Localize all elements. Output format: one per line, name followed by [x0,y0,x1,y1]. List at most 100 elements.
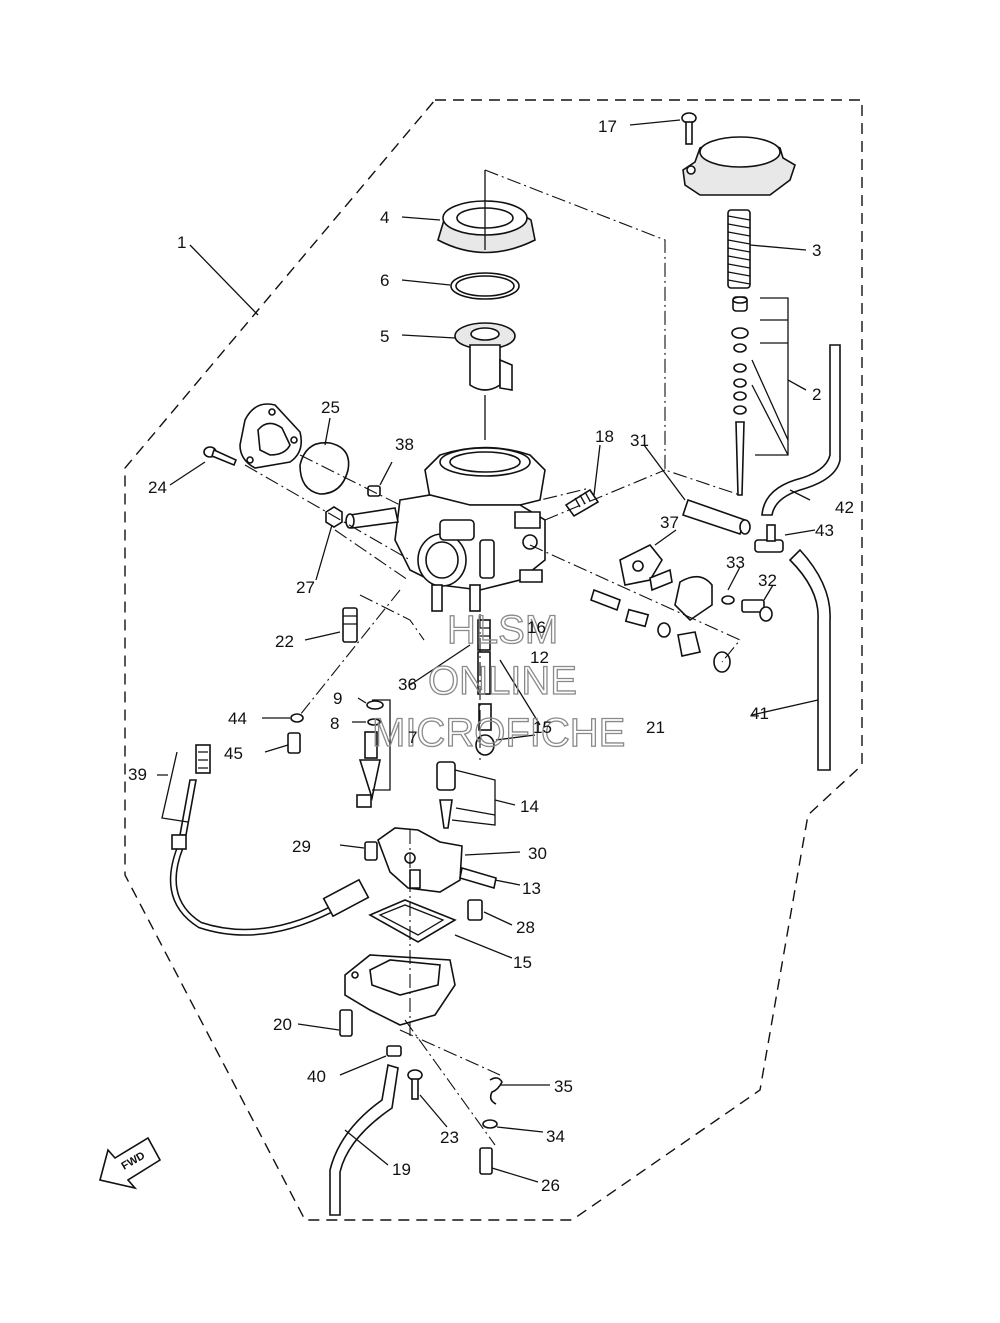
piston-valve-5 [454,322,516,391]
callout-1: 1 [177,233,186,252]
float-bowl [344,954,456,1026]
nut-27 [325,506,343,528]
callout-36: 36 [398,675,417,694]
callout-24: 24 [148,478,167,497]
screw-17 [681,112,697,145]
callout-17: 17 [598,117,617,136]
spring-3 [727,209,751,289]
callout-31: 31 [630,431,649,450]
callout-38: 38 [395,435,414,454]
callout-41: 41 [750,704,769,723]
callout-23: 23 [440,1128,459,1147]
callout-15-gasket: 15 [513,953,532,972]
watermark-line2: ONLINE [428,659,577,703]
float-pin-13 [459,866,497,890]
callout-13: 13 [522,879,541,898]
callout-8: 8 [330,714,339,733]
callout-12: 12 [530,648,549,667]
bracket-7 [372,699,391,791]
screw-24 [203,446,238,467]
callout-37: 37 [660,513,679,532]
callout-30: 30 [528,844,547,863]
chamber-cover-4 [437,200,536,254]
screw-32 [741,599,773,622]
callout-45: 45 [224,744,243,763]
callout-44: 44 [228,709,247,728]
needle-set-2 [731,296,789,496]
assembly-boundary [124,99,863,1221]
callout-42: 42 [835,498,854,517]
oring-9 [366,700,384,710]
callout-4: 4 [380,208,389,227]
throttle-cable-39 [161,744,370,936]
callout-7: 7 [408,728,417,747]
hose-41 [788,548,831,771]
watermark-line1: HLSM [447,608,558,652]
callout-labels: 1 2 3 4 5 6 7 8 9 12 13 14 15 15 16 17 1… [128,117,854,1195]
callout-27: 27 [296,578,315,597]
spring-37 [649,568,673,592]
diaphragm-25 [299,441,350,495]
oring-6-inner [455,275,515,297]
callout-35: 35 [554,1077,573,1096]
fitting-43 [754,524,784,553]
callout-5: 5 [380,327,389,346]
jet-22 [342,607,358,643]
housing-37 [674,575,713,622]
callout-32: 32 [758,571,777,590]
washer-44 [290,713,304,723]
drain-screw-23 [407,1069,423,1100]
cover-37 [619,543,663,586]
hose-42 [761,344,841,516]
clip-35 [489,1077,503,1105]
callout-28: 28 [516,918,535,937]
float-30 [377,827,463,893]
washer-8 [367,718,381,726]
plug-38 [367,485,381,497]
callout-33: 33 [726,553,745,572]
fwd-arrow: FWD [99,1136,162,1190]
callout-15-jet: 15 [533,718,552,737]
pilot-screw-7 [356,731,381,808]
callout-14: 14 [520,797,539,816]
float-gasket-15 [368,899,457,943]
callout-39: 39 [128,765,147,784]
screw-26 [479,1147,493,1175]
callout-29: 29 [292,837,311,856]
callout-34: 34 [546,1127,565,1146]
callout-25: 25 [321,398,340,417]
starter-31 [681,498,751,536]
callout-43: 43 [815,521,834,540]
clip-33 [721,595,735,605]
clip-40 [386,1045,402,1057]
relation-lines [244,169,741,1146]
callout-3: 3 [812,241,821,260]
screw-29 [364,841,378,861]
hose-19 [329,1063,399,1216]
bracket-14 [455,807,496,816]
oring-6 [450,272,520,300]
screw-45 [287,732,301,754]
washer-34 [482,1119,498,1129]
watermark-line3: MICROFICHE [372,711,625,755]
carburetor-body [345,446,546,612]
callout-19: 19 [392,1160,411,1179]
callout-22: 22 [275,632,294,651]
callout-18: 18 [595,427,614,446]
throttle-stop-18 [564,488,600,518]
gasket-plate [239,403,303,469]
screw-28 [467,899,483,921]
callout-40: 40 [307,1067,326,1086]
callout-26: 26 [541,1176,560,1195]
screw-20 [339,1009,353,1037]
callout-9: 9 [333,689,342,708]
callout-20: 20 [273,1015,292,1034]
top-cover [682,136,796,196]
callout-16: 16 [527,618,546,637]
callout-6: 6 [380,271,389,290]
callout-21: 21 [646,718,665,737]
watermark: HLSM ONLINE MICROFICHE [371,607,626,755]
leader-lines [157,119,819,1183]
